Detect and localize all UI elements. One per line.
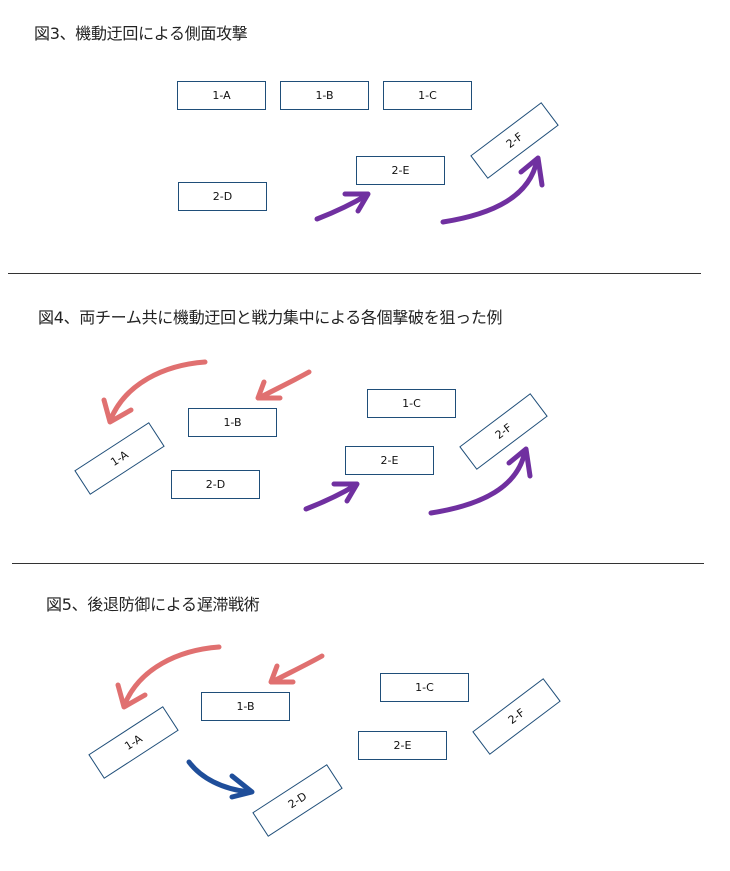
fig4-arrow-1b-shift bbox=[255, 369, 312, 401]
fig3-unit-1a: 1-A bbox=[177, 81, 266, 110]
fig5-arrow-1a-to-2d bbox=[186, 759, 255, 800]
divider-2 bbox=[12, 563, 704, 564]
fig3-unit-1c: 1-C bbox=[383, 81, 472, 110]
fig5-arrow-1b-shift bbox=[268, 653, 325, 685]
fig5-unit-1b: 1-B bbox=[201, 692, 290, 721]
fig4-unit-1b: 1-B bbox=[188, 408, 277, 437]
figure3-caption: 図3、機動迂回による側面攻撃 bbox=[34, 24, 248, 43]
fig4-unit-1a: 1-A bbox=[74, 422, 165, 495]
fig4-unit-1c: 1-C bbox=[367, 389, 456, 418]
fig4-arrow-2d-advance bbox=[303, 481, 360, 512]
fig4-unit-2f: 2-F bbox=[459, 393, 548, 470]
fig5-unit-1a: 1-A bbox=[88, 706, 179, 779]
figure4-caption: 図4、両チーム共に機動迂回と戦力集中による各個撃破を狙った例 bbox=[38, 308, 503, 327]
figure5-caption: 図5、後退防御による遅滞戦術 bbox=[46, 595, 260, 614]
fig4-unit-2d: 2-D bbox=[171, 470, 260, 499]
fig3-unit-2f: 2-F bbox=[470, 102, 559, 179]
fig5-unit-2d: 2-D bbox=[252, 764, 343, 837]
fig5-unit-2f: 2-F bbox=[472, 678, 561, 755]
fig3-unit-1b: 1-B bbox=[280, 81, 369, 110]
divider-1 bbox=[8, 273, 701, 274]
fig3-unit-2d: 2-D bbox=[178, 182, 267, 211]
fig4-unit-2e: 2-E bbox=[345, 446, 434, 475]
fig5-unit-2e: 2-E bbox=[358, 731, 447, 760]
fig3-unit-2e: 2-E bbox=[356, 156, 445, 185]
fig3-arrow-2d-advance bbox=[314, 191, 371, 222]
fig5-unit-1c: 1-C bbox=[380, 673, 469, 702]
